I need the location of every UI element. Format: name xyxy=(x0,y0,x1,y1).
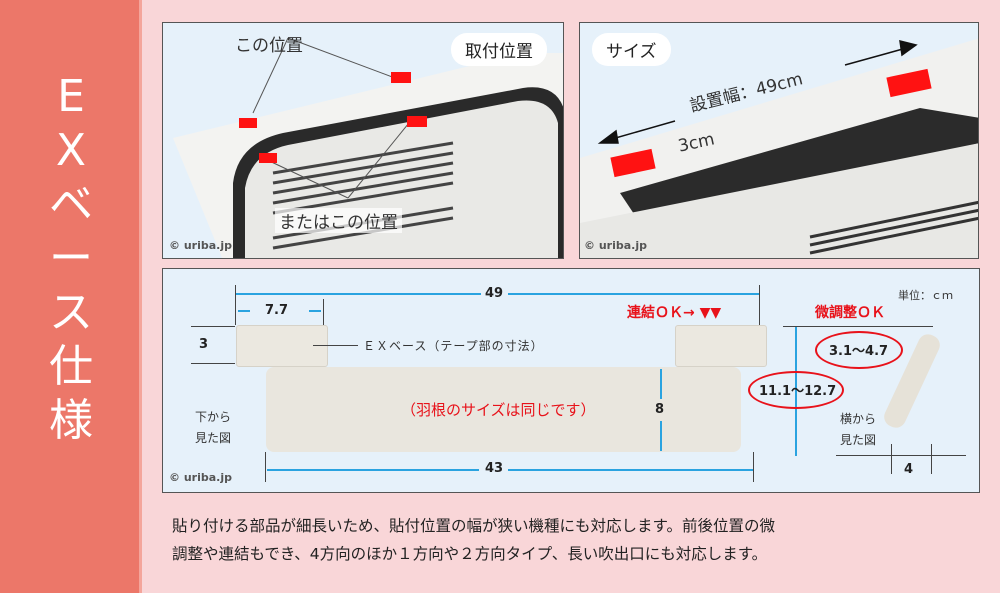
tick xyxy=(891,444,892,474)
range-small: 3.1～4.7 xyxy=(829,344,889,359)
install-position-photo: この位置 取付位置 またはこの位置 © uriba.jp xyxy=(162,22,564,259)
tick xyxy=(235,285,236,325)
title-char: 様 xyxy=(49,395,93,446)
leader-line xyxy=(313,345,358,346)
caption-line: 下から xyxy=(195,410,232,424)
label-or-this-position: またはこの位置 xyxy=(275,208,402,233)
range-large: 11.1～12.7 xyxy=(759,384,837,399)
description-line: 貼り付ける部品が細長いため、貼付位置の幅が狭い機種にも対応します。前後位置の微 xyxy=(172,517,775,535)
bottom-view-caption: 下から 見た図 xyxy=(195,407,231,449)
red-mark xyxy=(239,118,257,128)
unit-label: 単位：ｃｍ xyxy=(898,289,953,302)
dim-line xyxy=(660,421,662,451)
size-badge: サイズ xyxy=(592,33,671,66)
copyright: © uriba.jp xyxy=(169,471,232,484)
side-view-caption: 横から 見た図 xyxy=(840,409,876,451)
dim-line xyxy=(508,469,753,471)
tick xyxy=(323,299,324,325)
red-mark xyxy=(407,116,427,127)
tick xyxy=(191,326,235,327)
install-badge: 取付位置 xyxy=(451,33,547,66)
tick xyxy=(759,285,760,325)
blade-width: 43 xyxy=(485,461,504,476)
fine-adjust-ok: 微調整ＯＫ xyxy=(815,305,885,321)
overall-width: 49 xyxy=(485,286,504,301)
tick xyxy=(753,452,754,482)
size-photo: サイズ 設置幅：49cm 3cm © uriba.jp xyxy=(579,22,979,259)
dim-line xyxy=(309,310,321,312)
caption-line: 見た図 xyxy=(195,431,232,445)
description-line: 調整や連結もでき、4方向のほか１方向や２方向タイプ、長い吹出口にも対応します。 xyxy=(172,545,768,563)
sidebar-stripe xyxy=(139,0,142,593)
title-char: E xyxy=(57,71,85,122)
blade-height: 8 xyxy=(655,402,665,417)
sidebar-title: E X ベ ー ス 仕 様 xyxy=(0,70,142,448)
title-char: ス xyxy=(49,287,93,338)
dim-line xyxy=(267,469,479,471)
title-char: 仕 xyxy=(49,341,93,392)
ex-base-right xyxy=(675,325,767,367)
connect-ok: 連結ＯＫ→ ▼▼ xyxy=(627,305,722,321)
dim-line xyxy=(238,310,250,312)
range-small-ellipse xyxy=(815,331,903,369)
base-height: 3 xyxy=(199,337,209,352)
dim-line xyxy=(508,293,760,295)
base-caption: ＥＸベース（テープ部の寸法） xyxy=(363,339,544,353)
tick xyxy=(265,452,266,482)
tick xyxy=(836,455,966,456)
sidebar: E X ベ ー ス 仕 様 xyxy=(0,0,142,593)
title-char: ー xyxy=(49,233,93,284)
aircon-closeup xyxy=(580,38,978,258)
title-char: X xyxy=(55,125,87,176)
dim-line xyxy=(236,293,481,295)
ex-base-left xyxy=(236,325,328,367)
red-mark xyxy=(391,72,411,83)
red-mark xyxy=(259,153,277,163)
tick xyxy=(931,444,932,474)
caption-line: 見た図 xyxy=(840,433,877,447)
side-depth: 4 xyxy=(904,462,914,477)
title-char: ベ xyxy=(49,179,93,230)
dimension-diagram: 49 7.7 3 ＥＸベース（テープ部の寸法） （羽根のサイズは同じです） 8 … xyxy=(162,268,980,493)
dim-line xyxy=(660,369,662,399)
caption-line: 横から xyxy=(840,412,877,426)
base-width: 7.7 xyxy=(265,303,289,318)
range-large-ellipse xyxy=(748,371,844,409)
tick xyxy=(783,326,933,327)
label-this-position: この位置 xyxy=(235,36,303,56)
tick xyxy=(191,363,235,364)
description: 貼り付ける部品が細長いため、貼付位置の幅が狭い機種にも対応します。前後位置の微 … xyxy=(172,512,992,568)
copyright: © uriba.jp xyxy=(169,239,232,252)
blade-note: （羽根のサイズは同じです） xyxy=(401,401,596,419)
copyright: © uriba.jp xyxy=(584,239,647,252)
